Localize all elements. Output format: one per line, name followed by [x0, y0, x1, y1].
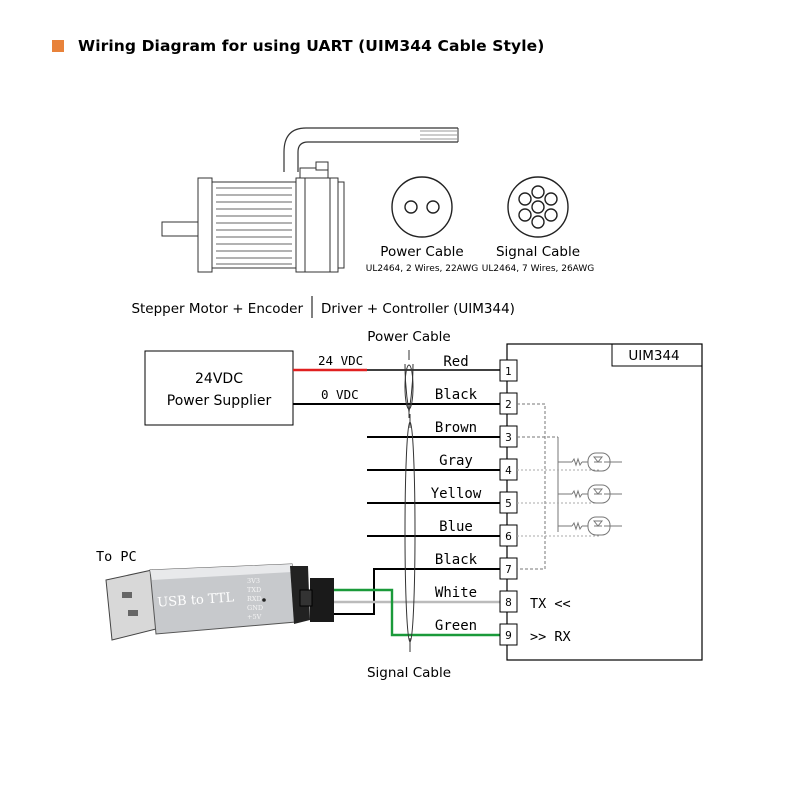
tx-label: TX <<: [530, 596, 571, 612]
wire-label-pin8: White: [435, 585, 477, 601]
power-cable-spec: UL2464, 2 Wires, 22AWG: [366, 264, 478, 274]
stepper-motor-illustration: [161, 127, 459, 273]
power-supply-line2: Power Supplier: [167, 393, 272, 409]
wire-label-pin1: Red: [443, 354, 468, 370]
wire-label-pin9: Green: [435, 618, 477, 634]
motor-label: Stepper Motor + Encoder: [131, 301, 303, 317]
pin-number-3: 3: [505, 432, 512, 444]
wire-label-pin7: Black: [435, 552, 478, 568]
signal-cable-cross-section-icon: [507, 176, 569, 238]
power-supply-box: [144, 350, 294, 426]
pin-number-7: 7: [505, 564, 512, 576]
wire-label-pin2: Black: [435, 387, 478, 403]
wire-label-pin4: Gray: [439, 453, 473, 469]
wire-pin7-gnd: [334, 568, 500, 615]
usb-led-icon: [262, 598, 266, 602]
driver-label: Driver + Controller (UIM344): [321, 301, 515, 317]
usb-to-ttl-adapter: [105, 563, 334, 641]
internal-opto-circuit: [517, 403, 622, 570]
power-cable-cross-section-icon: [391, 176, 453, 238]
usb-pin-gnd: GND: [247, 604, 263, 612]
wire-label-pin6: Blue: [439, 519, 473, 535]
to-pc-label: To PC: [96, 549, 137, 565]
uim344-title-tab: [611, 344, 702, 367]
signal-cable-sheath: [404, 414, 416, 652]
orange-bullet-icon: [52, 40, 64, 52]
wire-label-pin3: Brown: [435, 420, 477, 436]
uim344-box: [506, 343, 703, 661]
usb-device-label: USB to TTL: [157, 590, 235, 610]
power-supply-line1: 24VDC: [195, 371, 243, 387]
pin-number-4: 4: [505, 465, 512, 477]
power-cable-name: Power Cable: [380, 244, 463, 260]
pin-number-1: 1: [505, 366, 512, 378]
signal-cable-spec: UL2464, 7 Wires, 26AWG: [482, 264, 594, 274]
pin-number-2: 2: [505, 399, 512, 411]
signal-cable-label: Signal Cable: [367, 665, 451, 681]
power-cable-sheath: [404, 350, 414, 418]
pin-terminals: [499, 359, 518, 646]
usb-pin-labels: 3V3 TXD RXD GND +5V: [247, 577, 263, 621]
wire-pin9-green: [334, 588, 500, 637]
signal-cable-name: Signal Cable: [496, 244, 580, 260]
power-cable-label: Power Cable: [367, 329, 450, 345]
pin-number-9: 9: [505, 630, 512, 642]
pin-number-6: 6: [505, 531, 512, 543]
label-24vdc: 24 VDC: [318, 353, 363, 368]
usb-pin-3v3: 3V3: [247, 577, 260, 585]
usb-pin-5v: +5V: [247, 613, 262, 621]
wire-label-pin5: Yellow: [431, 486, 482, 502]
usb-pin-txd: TXD: [247, 586, 261, 594]
uim344-title: UIM344: [628, 348, 679, 364]
rx-label: >> RX: [530, 629, 571, 645]
label-0vdc: 0 VDC: [321, 387, 359, 402]
page-title: Wiring Diagram for using UART (UIM344 Ca…: [78, 37, 545, 55]
usb-pin-rxd: RXD: [247, 595, 262, 603]
pin-number-8: 8: [505, 597, 512, 609]
diagram-header: Wiring Diagram for using UART (UIM344 Ca…: [52, 34, 544, 58]
pin-number-5: 5: [505, 498, 512, 510]
